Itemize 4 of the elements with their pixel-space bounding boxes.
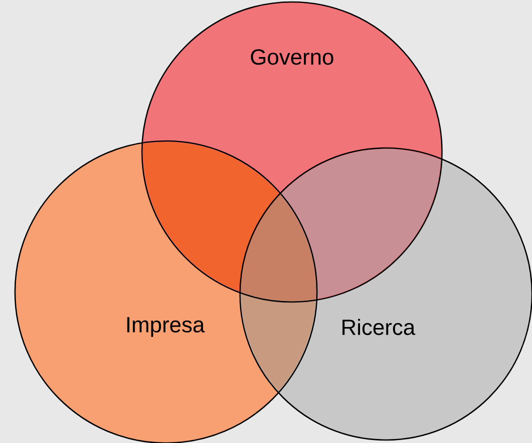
circle-label: Impresa [127, 317, 205, 337]
circle-label: Governo [250, 49, 334, 65]
circle-label: Ricerca [342, 318, 416, 336]
circle [141, 1, 443, 303]
